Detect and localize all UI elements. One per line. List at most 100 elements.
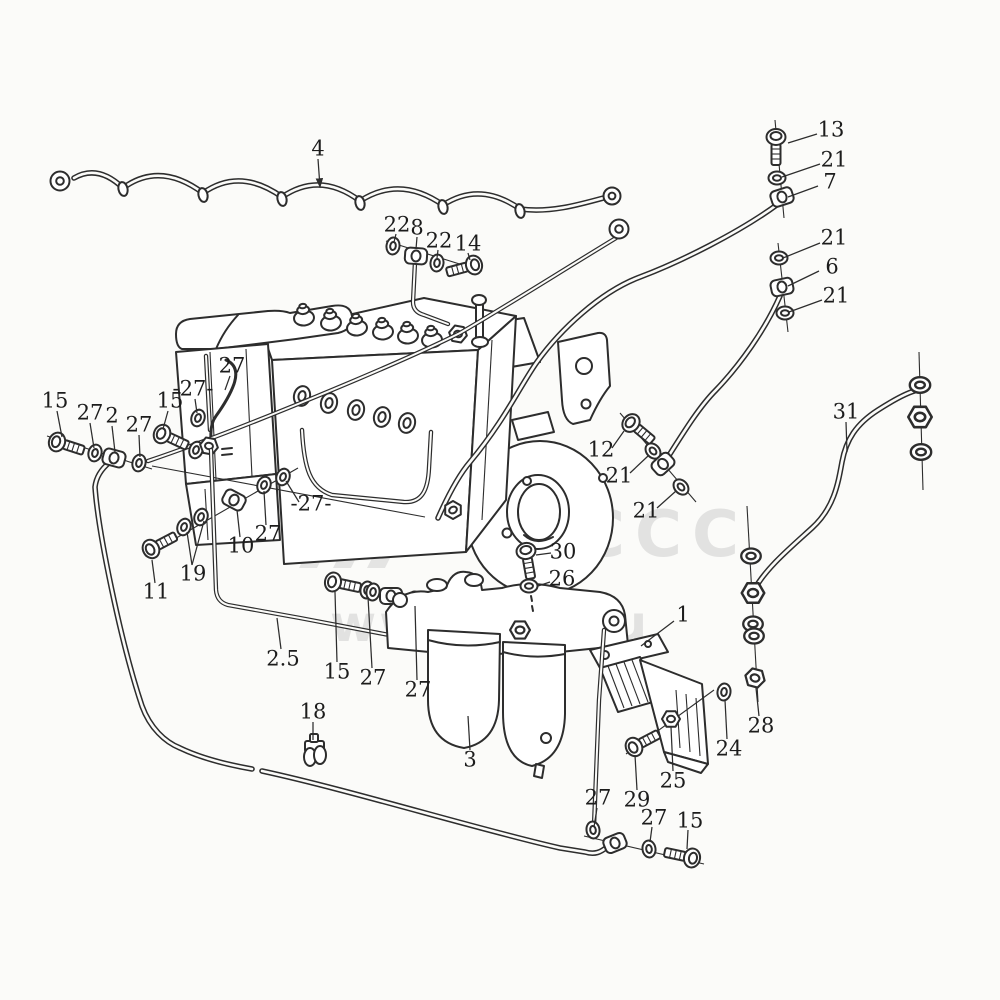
- part-number-callout: 27: [77, 401, 104, 425]
- callout-leader: [224, 375, 231, 391]
- part-number-callout: 15: [324, 660, 351, 684]
- part-number-callout: 27: [219, 354, 246, 378]
- part-number-callout: 29: [624, 788, 651, 812]
- callout-leader: [593, 807, 598, 828]
- part-number-callout: 28: [748, 714, 775, 738]
- left-fuel-pipe-2: [45, 429, 255, 772]
- part-number-callout: 31: [833, 400, 860, 424]
- fuel-filter-assembly: [385, 570, 629, 779]
- callout-leader: [787, 185, 819, 198]
- bolt-15-filter: [322, 570, 364, 599]
- callout-leader: [111, 425, 116, 453]
- callout-leader: [263, 490, 267, 526]
- callout-leader: [467, 252, 471, 261]
- part-number-callout: 30: [550, 540, 577, 564]
- callout-leader: [285, 480, 300, 503]
- part-number-callout: 27: [255, 522, 282, 546]
- part-number-callout: 21: [821, 226, 848, 250]
- callout-leader: [194, 398, 198, 414]
- callout-leader: [686, 829, 689, 850]
- callout-leader: [162, 410, 169, 430]
- part-number-callout: 21: [821, 148, 848, 172]
- callout-leader: [436, 249, 439, 259]
- callout-leader: [787, 133, 818, 144]
- part-number-callout: 13: [818, 118, 845, 142]
- part-number-callout: 2: [105, 404, 118, 428]
- callout-leader: [191, 520, 205, 566]
- callout-leader: [781, 163, 821, 178]
- part-number-callout: 6: [825, 255, 838, 279]
- bolt-29: [621, 724, 665, 761]
- long-feed-pipe: [145, 218, 630, 518]
- callout-leader: [724, 699, 728, 740]
- bolt-14: [443, 252, 486, 283]
- callout-leader: [670, 726, 674, 772]
- part-number-callout: 1: [676, 603, 689, 627]
- fuel-return-pipe-7: [435, 119, 796, 523]
- part-number-callout: -27-: [291, 492, 332, 516]
- fuel-pipe-6: [617, 242, 796, 503]
- filter-outlet-pipe: [591, 627, 607, 829]
- part-number-callout: 15: [677, 809, 704, 833]
- pipe-clamp-18: [303, 733, 327, 767]
- callout-leader: [634, 754, 638, 791]
- part-number-callout: 15: [42, 389, 69, 413]
- callout-leader: [467, 715, 471, 751]
- callout-leader: [656, 490, 677, 509]
- part-number-callout: 2.5: [266, 647, 299, 671]
- part-number-callout: 27: [360, 666, 387, 690]
- callout-leader: [393, 233, 397, 243]
- part-number-callout: 27: [405, 678, 432, 702]
- part-number-callout: 19: [180, 562, 207, 586]
- callout-leader: [788, 299, 823, 313]
- part-number-callout: 21: [633, 499, 660, 523]
- bolt-15-left: [45, 429, 88, 461]
- part-number-callout: 10: [228, 534, 255, 558]
- part-number-callout: 22: [426, 229, 453, 253]
- part-number-callout: 14: [455, 232, 482, 256]
- leak-off-rail: [49, 170, 622, 220]
- callout-leader: [56, 410, 63, 438]
- callout-leader: [755, 687, 760, 717]
- engine-block: [175, 294, 614, 617]
- part-number-callout: 7: [823, 170, 836, 194]
- part-number-callout: 4: [311, 137, 324, 161]
- bottom-long-pipe: [259, 733, 705, 870]
- callout-leader: [787, 270, 820, 287]
- bolt-13: [765, 128, 787, 166]
- part-number-callout: 27: [126, 413, 153, 437]
- mid-left-fitting: [138, 465, 299, 563]
- part-number-callout: 27: [641, 806, 668, 830]
- part-number-callout: 21: [606, 464, 633, 488]
- callout-leader: [537, 581, 551, 587]
- callout-leader: [535, 552, 552, 556]
- callout-leader: [415, 236, 418, 250]
- part-number-callout: 21: [823, 284, 850, 308]
- callout-leader: [236, 509, 241, 538]
- bolt-11: [138, 526, 182, 563]
- callout-leader: [649, 826, 653, 843]
- callout-leader: [276, 617, 282, 650]
- inlet-banjo-8: [384, 235, 486, 327]
- callout-leader: [611, 430, 625, 449]
- part-number-callout: -27-: [173, 377, 214, 401]
- part-number-callout: 22: [384, 213, 411, 237]
- callout-leader: [151, 559, 156, 584]
- part-number-callout: 15: [157, 389, 184, 413]
- part-number-callout: 11: [143, 580, 170, 604]
- part-number-callout: 27: [585, 786, 612, 810]
- callout-leader: [367, 596, 373, 669]
- callout-leader: [334, 591, 338, 663]
- part-number-callout: 26: [549, 567, 576, 591]
- bolt-15-bottom: [661, 841, 703, 870]
- drain-bolt-30: [514, 540, 542, 612]
- part-number-callout: 12: [588, 438, 615, 462]
- part-number-callout: 18: [300, 700, 327, 724]
- callout-leader: [89, 422, 95, 449]
- part-number-callout: 8: [410, 216, 423, 240]
- callout-leader: [629, 455, 649, 474]
- callout-leader: [138, 434, 141, 458]
- callout-leader: [640, 620, 675, 647]
